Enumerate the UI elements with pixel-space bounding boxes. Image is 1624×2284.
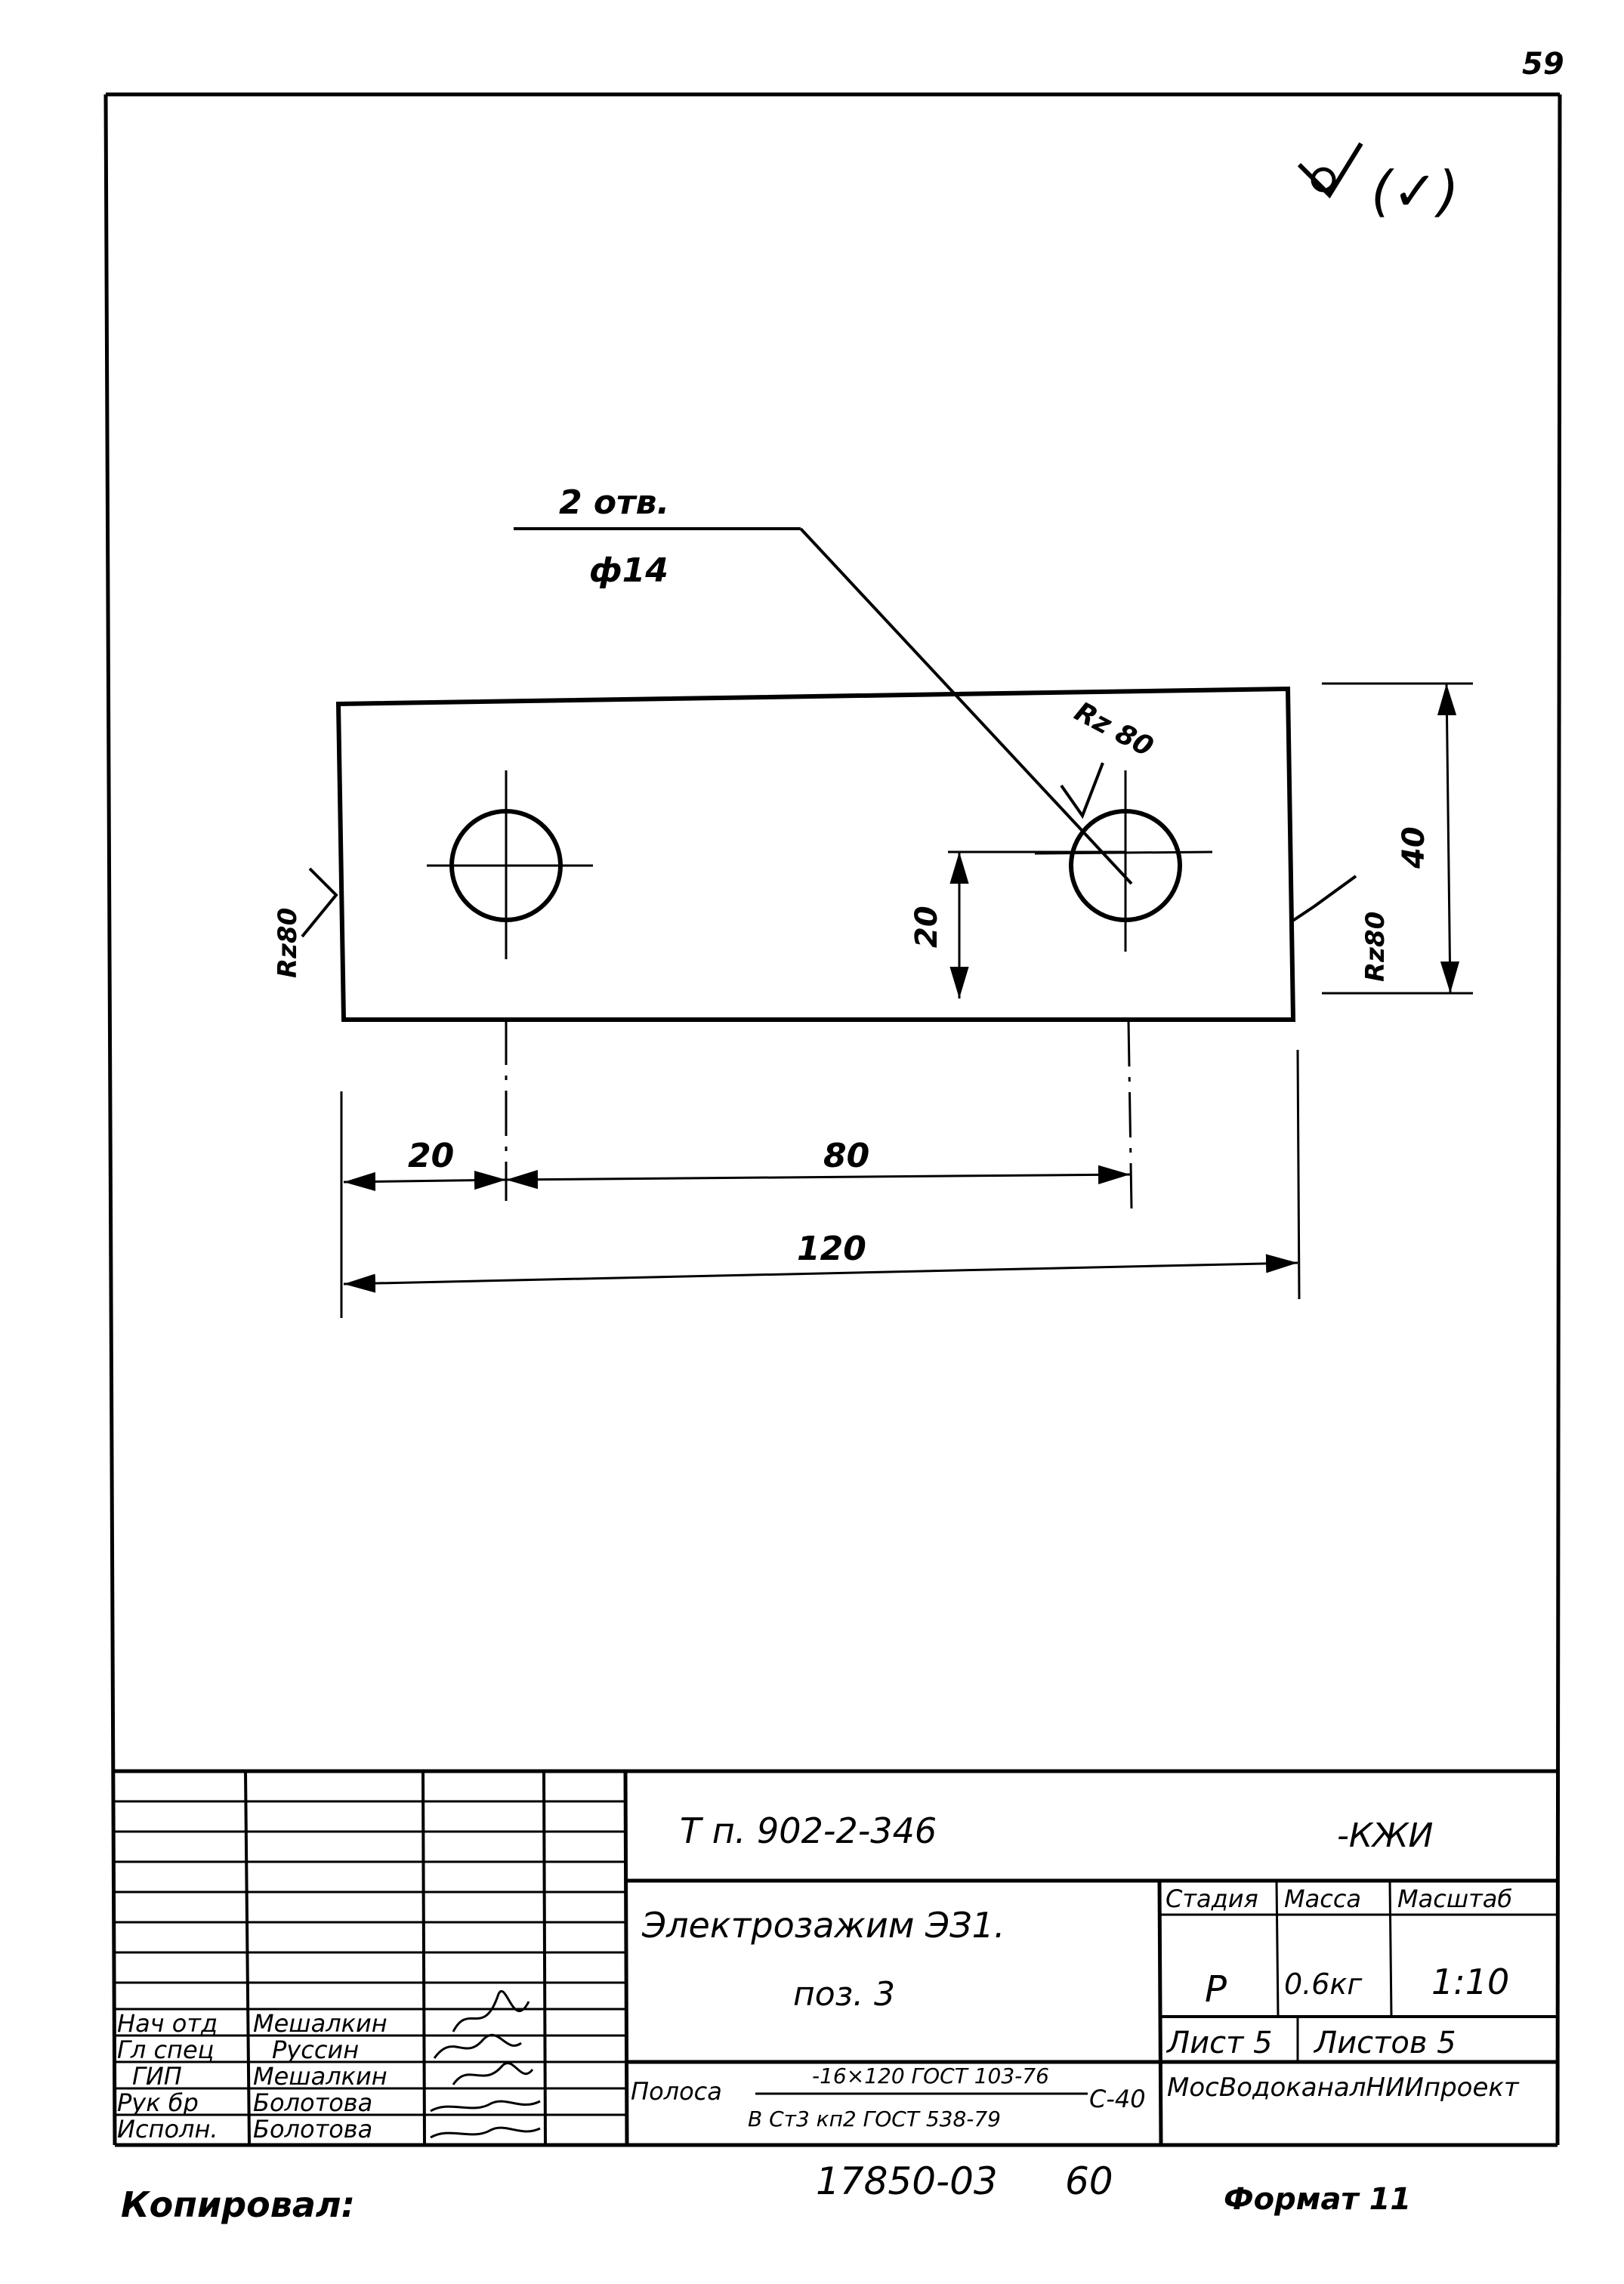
role-label: Рук бр (117, 2088, 199, 2117)
stage-label: Стадия (1166, 1884, 1258, 1913)
leader-note: 2 отв. ф14 (514, 483, 1133, 885)
role-name: Мешалкин (253, 2009, 387, 2038)
general-roughness-symbol: (✓) (1297, 142, 1459, 223)
sheet-frame (103, 92, 1562, 2147)
material-top: -16×120 ГОСТ 103-76 (812, 2063, 1049, 2088)
role-name: Болотова (253, 2115, 372, 2144)
leader-holes-text: 2 отв. (559, 483, 669, 522)
mass-label: Масса (1284, 1884, 1361, 1913)
plate-outline (335, 686, 1296, 1022)
stage-value: Р (1205, 1968, 1227, 2011)
roughness-check-icon (1297, 142, 1363, 199)
doc-code: Т п. 902-2-346 (680, 1810, 937, 1851)
copied-label: Копировал: (121, 2184, 355, 2225)
role-name: Мешалкин (253, 2062, 387, 2091)
organization: МосВодоканалНИИпроект (1167, 2073, 1520, 2103)
role-label: ГИП (132, 2062, 182, 2091)
sheet-label: Лист 5 (1166, 2026, 1273, 2060)
footer-number: 17850-03 (816, 2159, 998, 2203)
item-name: Электрозажим ЭЗ1. (641, 1905, 1005, 1946)
dim-hole-spacing: 80 (823, 1137, 869, 1175)
signature-rows: Нач отд Мешалкин Гл спец Руссин ГИП Меша… (117, 2009, 387, 2144)
material-bottom: В Ст3 кп2 ГОСТ 538-79 (748, 2107, 1001, 2131)
dim-hole-offset: 20 (408, 1137, 454, 1175)
role-name: Болотова (253, 2088, 372, 2117)
dim-hole-height: 20 (909, 906, 944, 948)
role-label: Исполн. (117, 2115, 218, 2144)
roughness-symbols (301, 762, 1357, 938)
role-label: Нач отд (117, 2009, 218, 2038)
role-name: Руссин (272, 2036, 359, 2064)
roughness-note: (✓) (1371, 159, 1459, 223)
scale-value: 1:10 (1431, 1961, 1509, 2002)
page-number: 59 (1522, 47, 1564, 82)
mass-value: 0.6кг (1284, 1968, 1363, 2001)
horizontal-dimensions (340, 1049, 1301, 1318)
signatures (430, 1990, 541, 2139)
scale-label: Масштаб (1397, 1884, 1512, 1913)
roughness-right-label: Rz80 (1360, 912, 1391, 982)
material-label: Полоса (631, 2077, 722, 2106)
leader-diameter-text: ф14 (589, 551, 668, 590)
roughness-top-label: Rz 80 (1070, 696, 1159, 763)
doc-suffix: -КЖИ (1337, 1816, 1433, 1855)
vertical-dimensions (948, 682, 1473, 998)
sheets-label: Листов 5 (1313, 2026, 1456, 2060)
title-block (113, 1769, 1558, 2146)
footer-page: 60 (1065, 2159, 1113, 2203)
plate-part (335, 686, 1296, 1209)
material-suffix: С-40 (1089, 2085, 1146, 2113)
format-label: Формат 11 (1224, 2182, 1411, 2217)
dim-total-height: 40 (1397, 826, 1431, 869)
role-label: Гл спец (117, 2036, 214, 2064)
dim-total-length: 120 (797, 1230, 866, 1268)
roughness-left-label: Rz80 (273, 908, 303, 978)
item-position: поз. 3 (793, 1975, 895, 2014)
